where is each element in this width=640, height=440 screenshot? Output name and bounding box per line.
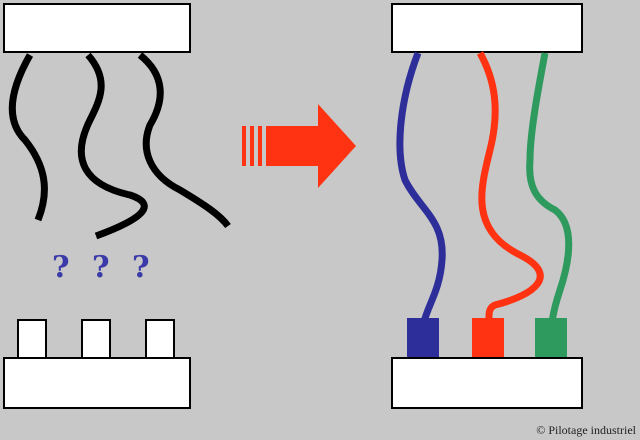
right-arrow-icon <box>242 104 356 188</box>
loose-cable-3 <box>137 52 231 229</box>
connected-cables <box>396 51 573 323</box>
loose-cable-2 <box>77 52 148 240</box>
blue-plug <box>407 318 439 360</box>
socket-1 <box>17 319 47 359</box>
blue-cable <box>396 51 446 323</box>
right-top-bar <box>391 3 583 53</box>
green-plug <box>535 318 567 360</box>
left-top-bar <box>3 3 191 53</box>
green-cable <box>526 52 573 323</box>
copyright-notice: © Pilotage industriel <box>536 423 636 437</box>
red-cable <box>476 51 544 323</box>
socket-2 <box>81 319 111 359</box>
red-plug <box>472 318 504 360</box>
right-bottom-bar <box>391 357 583 409</box>
loose-cables <box>8 52 231 240</box>
socket-3 <box>145 319 175 359</box>
loose-cable-1 <box>8 53 48 222</box>
left-bottom-bar <box>3 357 191 409</box>
question-marks: ? ? ? <box>52 250 156 285</box>
